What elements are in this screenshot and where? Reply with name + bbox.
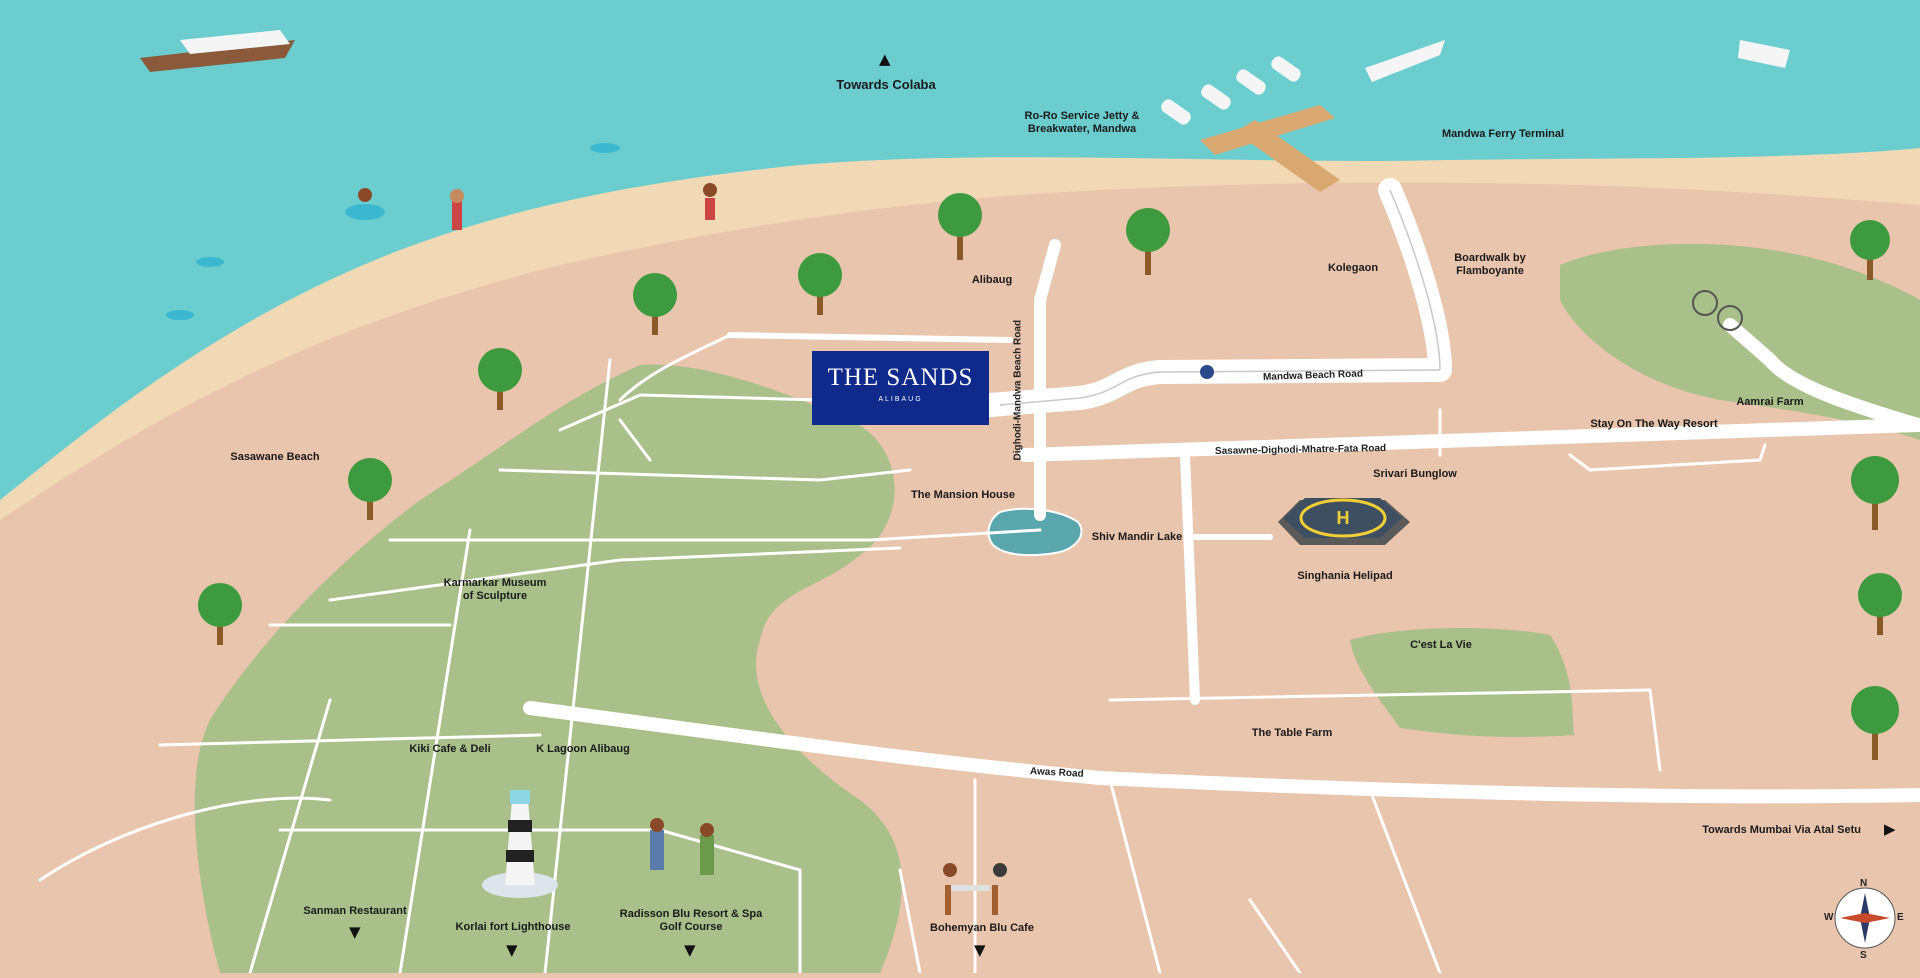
- singhania-helipad: H: [1278, 498, 1410, 545]
- radisson-arrow-icon: ▼: [684, 941, 696, 959]
- label-mansion-house: The Mansion House: [911, 489, 1015, 501]
- towards-colaba-arrow-icon: ▲: [879, 50, 891, 68]
- korlai-lighthouse: [482, 790, 558, 898]
- label-korlai-lighthouse: Korlai fort Lighthouse: [455, 921, 571, 933]
- label-stay-on-the-way: Stay On The Way Resort: [1590, 418, 1718, 430]
- green-zone-west: [194, 364, 902, 973]
- label-towards-mumbai: Towards Mumbai Via Atal Setu: [1702, 824, 1861, 836]
- label-sasawane-beach: Sasawane Beach: [230, 451, 320, 463]
- compass-e: E: [1897, 912, 1904, 923]
- label-kiki-cafe: Kiki Cafe & Deli: [409, 743, 491, 755]
- korlai-arrow-icon: ▼: [506, 941, 518, 959]
- compass-s: S: [1860, 950, 1867, 961]
- label-singhania-helipad: Singhania Helipad: [1297, 570, 1393, 582]
- label-srivari-bunglow: Srivari Bunglow: [1373, 468, 1457, 480]
- compass-n: N: [1860, 878, 1868, 889]
- the-sands-logo: THE SANDS ALIBAUG: [812, 351, 989, 425]
- label-sanman-restaurant: Sanman Restaurant: [303, 905, 407, 917]
- beach-people: [166, 143, 1743, 379]
- compass-w: W: [1824, 912, 1834, 923]
- palm-trees: [198, 193, 1902, 760]
- label-karmarkar-museum: Karmarkar Museum of Sculpture: [443, 577, 547, 603]
- label-radisson-blu: Radisson Blu Resort & Spa Golf Course: [619, 908, 763, 934]
- label-roro-jetty: Ro-Ro Service Jetty & Breakwater, Mandwa: [1024, 110, 1140, 136]
- towards-mumbai-arrow-icon: ▶: [1884, 820, 1896, 838]
- shiv-mandir-lake: [987, 507, 1083, 557]
- label-towards-colaba: Towards Colaba: [836, 77, 936, 92]
- green-zone-cestlavie: [1350, 628, 1575, 738]
- roro-jetty: [1200, 105, 1340, 192]
- bohemyan-arrow-icon: ▼: [974, 941, 986, 959]
- label-boardwalk: Boardwalk by Flamboyante: [1454, 252, 1526, 278]
- label-mandwa-ferry: Mandwa Ferry Terminal: [1441, 128, 1565, 140]
- road-label-dighodi: Dighodi-Mandwa Beach Road: [1012, 319, 1024, 461]
- label-kolegaon: Kolegaon: [1327, 262, 1379, 274]
- brand-name: THE SANDS: [827, 364, 974, 391]
- label-table-farm: The Table Farm: [1251, 727, 1333, 739]
- label-shiv-mandir-lake: Shiv Mandir Lake: [1091, 531, 1183, 543]
- boardwalk-path: [999, 189, 1441, 406]
- boats: [140, 30, 1790, 125]
- cafe-figures: [943, 863, 1007, 915]
- label-aamrai-farm: Aamrai Farm: [1736, 396, 1804, 408]
- label-k-lagoon: K Lagoon Alibaug: [536, 743, 630, 755]
- golf-figures: [650, 818, 714, 875]
- svg-text:H: H: [1337, 508, 1350, 528]
- label-cest-la-vie: C'est La Vie: [1410, 639, 1472, 651]
- sanman-arrow-icon: ▼: [349, 923, 361, 941]
- compass-icon: [1834, 887, 1896, 949]
- sea: [0, 0, 1920, 500]
- label-alibaug: Alibaug: [971, 274, 1013, 286]
- label-bohemyan-blu: Bohemyan Blu Cafe: [930, 922, 1034, 934]
- brand-sub: ALIBAUG: [878, 396, 923, 403]
